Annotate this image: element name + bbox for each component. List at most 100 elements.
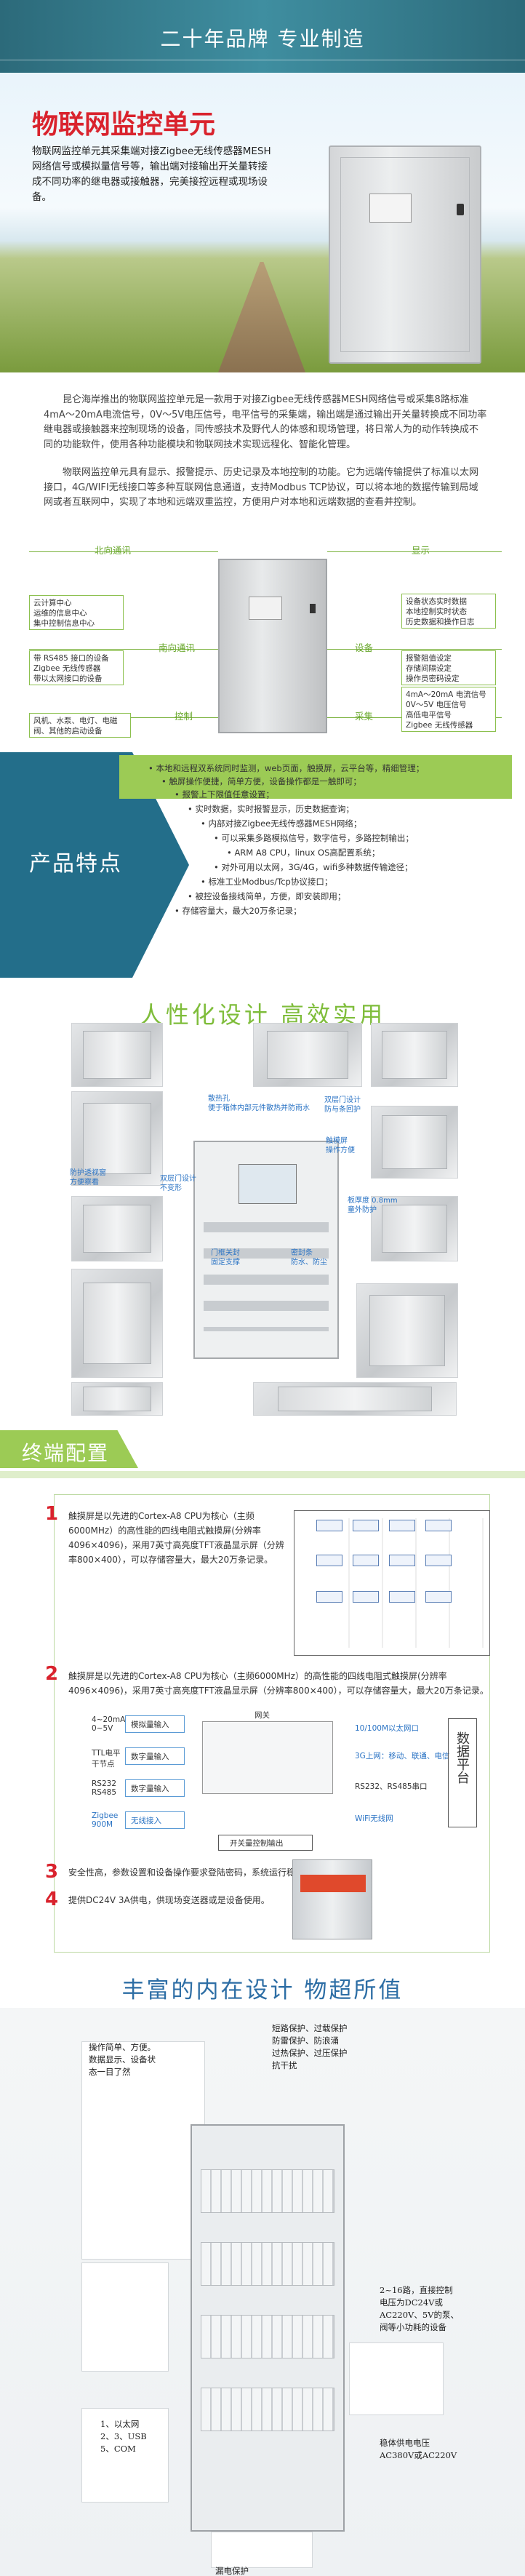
diagram-line (29, 649, 218, 650)
detail-photo (371, 1106, 458, 1179)
banner-divider (0, 60, 525, 63)
features-title: 产品特点 (29, 851, 122, 877)
detail-photo (81, 2408, 169, 2503)
detail-photo (71, 1023, 163, 1087)
terminal-header: 终端配置 (0, 1430, 138, 1468)
step-number: 2 (45, 1663, 59, 1685)
rich-design: 丰富的内在设计 物超所值 操作简单、方便。 数据显示、设备状 态一目了然 短路保… (0, 1964, 525, 2576)
net-input-type: 4~20mA 0~5V (92, 1715, 126, 1733)
cabinet-door (340, 157, 470, 352)
lock-icon (310, 604, 316, 613)
annotation: 散热孔 便于箱体内部元件散热并防雨水 (208, 1095, 310, 1112)
net-input-label: 模拟量输入 (131, 1720, 169, 1729)
label-collect: 采集 (355, 711, 374, 722)
box-north: 云计算中心 运维的信息中心 集中控制信息中心 (29, 595, 124, 630)
box-control: 风机、水泵、电灯、电磁阀、其他的启动设备 (29, 713, 131, 738)
feature-item: • 存储容量大，最大20万条记录； (175, 906, 302, 916)
net-box (125, 1811, 185, 1829)
terminal-frame (54, 1494, 490, 1953)
feature-item: • 被控设备接线简单，方便，即安装即用； (188, 891, 346, 901)
detail-photo (71, 1269, 163, 1378)
detail-photo (371, 1023, 458, 1087)
cabinet-image (218, 559, 327, 733)
annotation: 防护透视窗 方便察看 (70, 1169, 106, 1187)
hero-section: 物联网监控单元 物联网监控单元其采集端对接Zigbee无线传感器MESH网络信号… (0, 73, 525, 372)
banner-title: 二十年品牌 专业制造 (160, 27, 365, 51)
power-supply-image (292, 1859, 372, 1939)
annotation: 密封条 防水、防尘 (291, 1249, 327, 1267)
intro-paragraph-2: 物联网监控单元具有显示、报警提示、历史记录及本地控制的功能。它为远端传输提供了标… (44, 467, 479, 508)
step-number: 3 (45, 1861, 59, 1883)
gateway-label: 网关 (255, 1711, 270, 1720)
label-setting: 设备 (355, 642, 374, 653)
road-image (218, 262, 305, 372)
label-south: 南向通讯 (159, 642, 196, 653)
switch-output-label: 开关量控制输出 (230, 1839, 284, 1848)
diagram-line (29, 551, 218, 552)
feature-item: • 触屏操作便捷，简单方便，设备操作都是一触即可； (161, 776, 361, 786)
switch-output-box (218, 1835, 313, 1851)
human-design: 人性化设计 高效实用 防护透视窗 方便察看 散热孔 便于箱体内部元件散热并防雨水… (0, 978, 525, 1423)
annotation: 触模屏 操作方便 (326, 1137, 355, 1155)
terminal-config: 终端配置 1 触摸屏是以先进的Cortex-A8 CPU为核心（主频6000MH… (0, 1423, 525, 1964)
detail-photo (349, 2342, 444, 2415)
feature-diagram: 北向通讯 显示 南向通讯 设备 控制 采集 云计算中心 运维的信息中心 集中控制… (0, 541, 525, 752)
box-setting: 报警阻值设定 存储间隔设定 操作员密码设定 (401, 650, 496, 685)
net-box (125, 1715, 185, 1733)
feature-item: • 可以采集多路模拟信号，数字信号，多路控制输出； (214, 833, 414, 843)
cabinet-panel (249, 597, 282, 620)
net-output-label: WiFi无线网 (355, 1814, 393, 1823)
platform-box (448, 1718, 477, 1827)
feature-item: • ARM A8 CPU，linux OS高配置系统； (227, 848, 380, 858)
detail-photo (71, 1196, 163, 1261)
cabinet-image (329, 145, 481, 364)
rich-title: 丰富的内在设计 物超所值 (121, 1977, 404, 2003)
rich-note: 漏电保护 (215, 2566, 249, 2576)
net-box (125, 1779, 185, 1797)
detail-photo (253, 1382, 457, 1416)
net-input-type: TTL电平 干节点 (92, 1749, 121, 1768)
feature-item: • 对外可用以太网，3G/4G，wifi多种数据传输途径； (214, 862, 413, 872)
net-input-label: 数字量输入 (131, 1785, 169, 1793)
net-input-type: RS232 RS485 (92, 1779, 117, 1797)
net-output-label: 10/100M以太网口 (355, 1724, 419, 1733)
rich-note: 1、以太网 2、3、USB 5、COM (100, 2419, 147, 2454)
feature-item: • 内部对接Zigbee无线传感器MESH网络； (201, 818, 362, 829)
step-text: 触摸屏是以先进的Cortex-A8 CPU为核心（主频6000MHz）的高性能的… (68, 1511, 284, 1565)
box-collect: 4mA～20mA 电流信号 0V～5V 电压信号 高低电平信号 Zigbee 无… (401, 687, 496, 732)
rich-note: 短路保护、过载保护 防雷保护、防浪涌 过热保护、过压保护 抗干扰 (272, 2023, 348, 2070)
detail-photo (371, 1196, 458, 1261)
annotation: 门框关封 固定支撑 (211, 1249, 240, 1267)
lock-icon (457, 204, 464, 215)
features-accent-bar (119, 755, 512, 799)
feature-item: • 标准工业Modbus/Tcp协议接口； (201, 877, 333, 887)
annotation: 双层门设计 防与条回护 (324, 1096, 361, 1114)
product-features: 产品特点 • 本地和远程双系统同时监测，web页面，触摸屏，云平台等，精细管理；… (0, 752, 525, 978)
intro-paragraph-1: 昆仑海岸推出的物联网监控单元是一款用于对接Zigbee无线传感器MESH网络信号… (44, 394, 487, 450)
detail-photo (81, 2041, 205, 2260)
step-number: 4 (45, 1889, 59, 1910)
intro-section: 昆仑海岸推出的物联网监控单元是一款用于对接Zigbee无线传感器MESH网络信号… (0, 372, 525, 541)
net-box (125, 1747, 185, 1765)
net-input-type: Zigbee 900M (92, 1811, 119, 1829)
net-input-label: 无线接入 (131, 1817, 161, 1825)
step-text: 提供DC24V 3A供电，供现场变送器或是设备使用。 (68, 1895, 270, 1905)
feature-item: • 实时数据，实时报警显示，历史数据查询； (188, 804, 354, 814)
label-north: 北向通讯 (95, 545, 132, 556)
cabinet-open-image (193, 1141, 339, 1359)
box-display: 设备状态实时数据 本地控制实时状态 历史数据和操作日志 (401, 594, 496, 629)
net-output-label: 3G上网：移动、联通、电信 (355, 1752, 450, 1760)
rich-note: 操作简单、方便。 数据显示、设备状 态一目了然 (89, 2042, 156, 2077)
step-number: 1 (45, 1503, 59, 1525)
feature-item: • 本地和远程双系统同时监测，web页面，触摸屏，云平台等，精细管理； (148, 763, 425, 773)
terminal-header-text: 终端配置 (22, 1441, 110, 1465)
cabinet-panel (369, 194, 412, 223)
feature-item: • 报警上下限值任意设置； (175, 789, 274, 799)
annotation: 双层门设计 不变形 (160, 1175, 196, 1192)
rich-note: 2~16路，直接控制 电压为DC24V或 AC220V、5V的泵、 阀等小功耗的… (380, 2285, 459, 2332)
net-output-label: RS232、RS485串口 (355, 1782, 428, 1791)
box-south: 带 RS485 接口的设备 Zigbee 无线传感器 带以太网接口的设备 (29, 650, 124, 685)
rich-note: 稳体供电电压 AC380V或AC220V (380, 2438, 457, 2460)
net-input-label: 数字量输入 (131, 1752, 169, 1761)
hero-description: 物联网监控单元其采集端对接Zigbee无线传感器MESH网络信号或模拟量信号等，… (32, 145, 271, 203)
